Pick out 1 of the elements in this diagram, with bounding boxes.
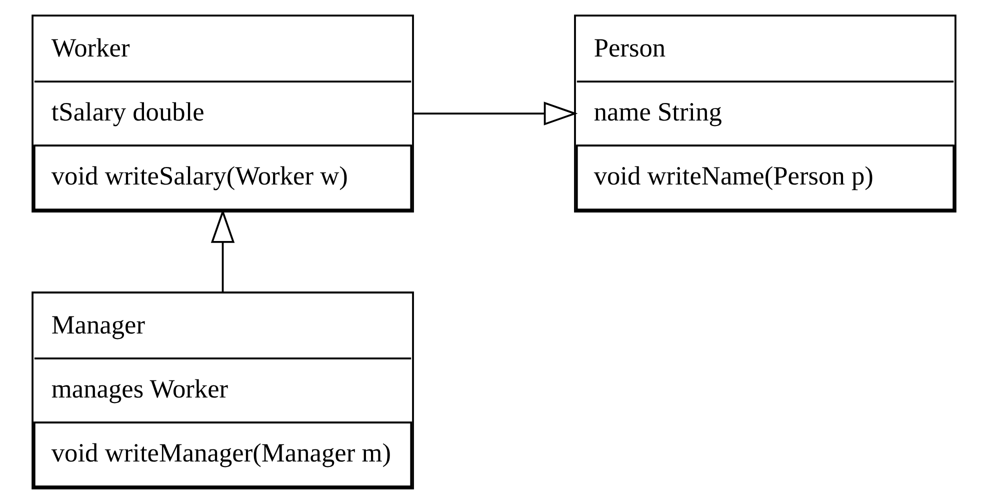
arrow	[413, 102, 578, 126]
